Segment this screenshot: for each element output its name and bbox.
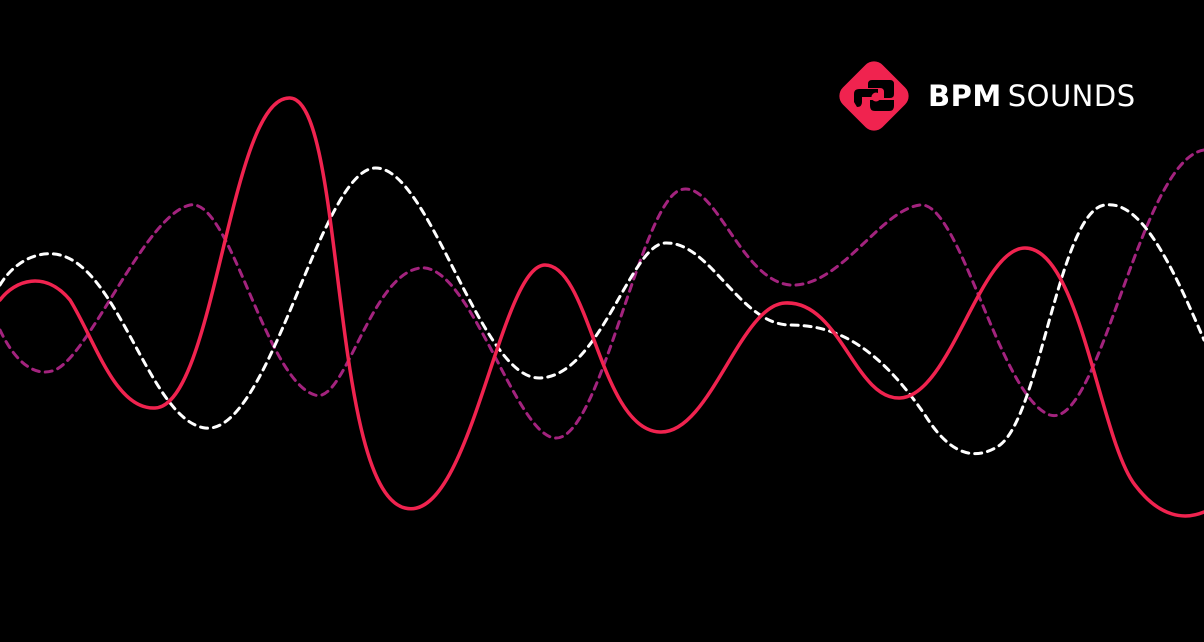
- bpm-sounds-logo-icon: [839, 61, 909, 131]
- wave-dashed-purple: [0, 148, 1204, 440]
- wave-dashed-white: [0, 166, 1204, 456]
- brand-name-light: SOUNDS: [1007, 78, 1136, 113]
- brand-name-bold: BPM: [928, 78, 1002, 113]
- wave-solid-pink: [0, 96, 1204, 518]
